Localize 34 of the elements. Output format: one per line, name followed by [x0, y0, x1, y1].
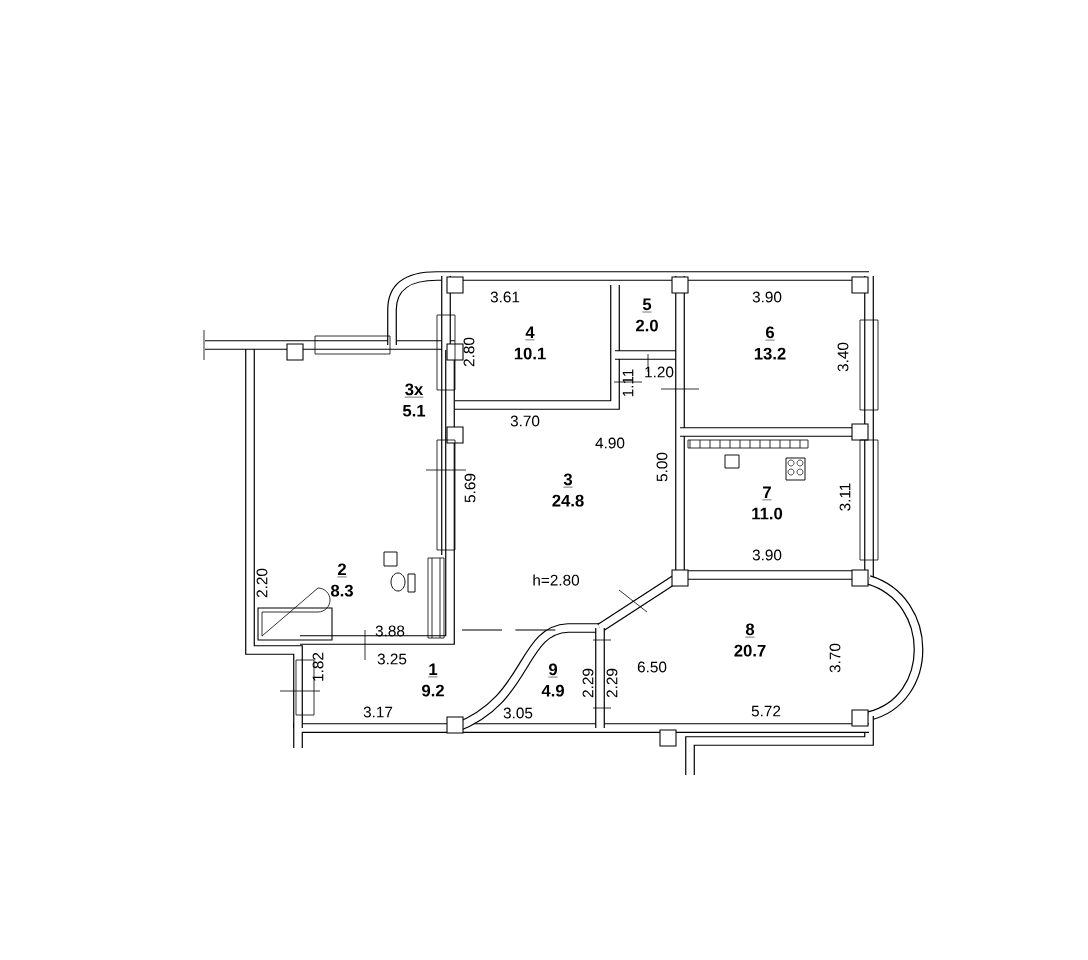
- dimension-label: 3.70: [510, 415, 540, 427]
- room-label: 2 8.3: [330, 563, 353, 597]
- dimension-label: 5.72: [751, 705, 781, 717]
- dimension-label: 2.20: [256, 568, 268, 598]
- dimension-label: 4.90: [595, 437, 625, 449]
- room-label: 5 2.0: [636, 298, 658, 332]
- room-label: 4 10.1: [514, 326, 546, 360]
- dimension-label: 3.05: [503, 707, 533, 719]
- dimension-label: 2.29: [582, 668, 594, 698]
- dimension-label: 2.80: [463, 337, 475, 367]
- room-label: 3x 5.1: [402, 383, 426, 417]
- dimension-label: 6.50: [637, 661, 667, 673]
- dimension-label: 5.69: [464, 473, 476, 503]
- dimension-label: 1.82: [312, 652, 324, 681]
- dimension-label: 3.61: [490, 291, 520, 303]
- dimension-label: 2.29: [606, 668, 618, 698]
- room-label: 3 24.8: [552, 473, 584, 507]
- dimension-label: 3.40: [837, 342, 849, 372]
- dimension-label: 3.11: [839, 483, 851, 511]
- dimension-label: 1.11: [622, 369, 634, 397]
- dimension-label: 3.25: [377, 653, 407, 665]
- dimension-label: 5.00: [656, 452, 668, 482]
- dimension-label: h=2.80: [533, 574, 580, 586]
- room-label: 9 4.9: [541, 663, 564, 697]
- dimension-label: 3.70: [829, 643, 841, 673]
- dimension-label: 3.88: [375, 625, 405, 637]
- room-label: 7 11.0: [752, 486, 783, 520]
- dimension-label: 3.17: [363, 706, 393, 718]
- room-label: 1 9.2: [422, 663, 444, 697]
- dimension-label: 3.90: [752, 291, 782, 303]
- dimension-label: 1.20: [645, 366, 674, 378]
- room-label: 6 13.2: [754, 326, 786, 360]
- room-label: 8 20.7: [734, 623, 766, 657]
- dimension-label: 3.90: [752, 549, 782, 561]
